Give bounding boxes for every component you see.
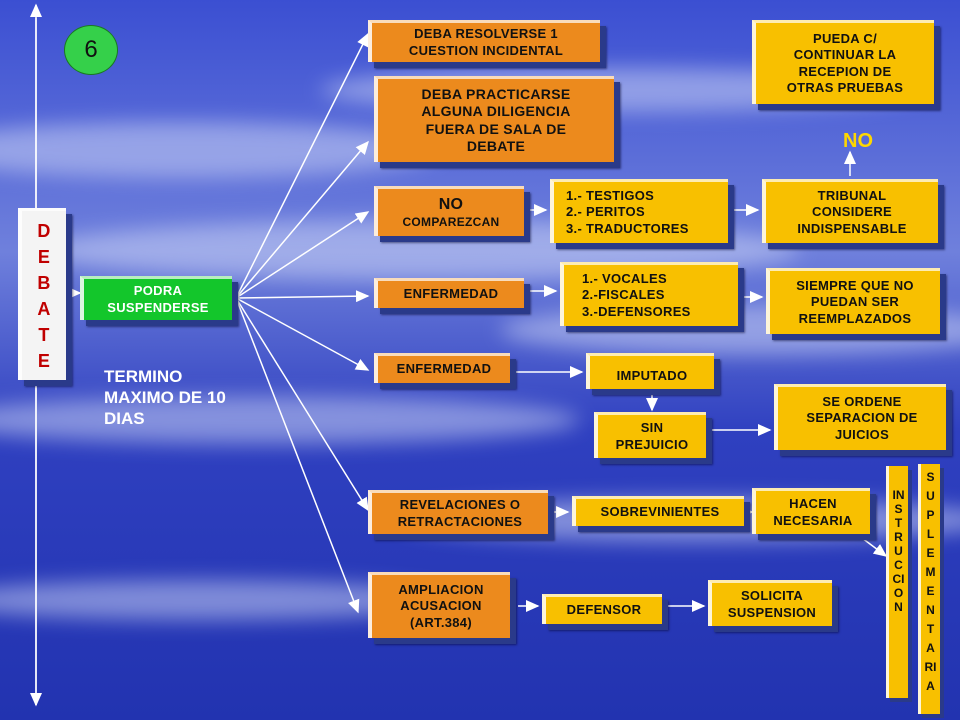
no-comparezcan-box: NO COMPAREZCAN bbox=[374, 186, 524, 236]
imputado-box: IMPUTADO bbox=[586, 353, 714, 389]
testigos-list: 1.- TESTIGOS 2.- PERITOS 3.- TRADUCTORES bbox=[566, 188, 689, 236]
hacen-box: HACEN NECESARIA bbox=[752, 488, 870, 534]
enfermedad-2-label: ENFERMEDAD bbox=[396, 361, 492, 377]
hacen-label: HACEN NECESARIA bbox=[773, 496, 853, 528]
revelaciones-label: REVELACIONES O RETRACTACIONES bbox=[397, 497, 523, 529]
imputado-label: IMPUTADO bbox=[616, 368, 688, 384]
revelaciones-box: REVELACIONES O RETRACTACIONES bbox=[368, 490, 548, 534]
enfermedad-1-label: ENFERMEDAD bbox=[403, 286, 499, 302]
debate-label: DEBATE bbox=[37, 220, 51, 371]
diligencia-box: DEBA PRACTICARSE ALGUNA DILIGENCIA FUERA… bbox=[374, 76, 614, 162]
ampliacion-box: AMPLIACION ACUSACION (ART.384) bbox=[368, 572, 510, 638]
sin-prejuicio-label: SIN PREJUICIO bbox=[615, 420, 689, 452]
diligencia-label: DEBA PRACTICARSE ALGUNA DILIGENCIA FUERA… bbox=[421, 85, 571, 155]
suplementaria-box: SUPLEMENTARIA bbox=[918, 464, 940, 714]
instruccion-label: INSTRUCCION bbox=[892, 488, 905, 614]
pueda-label: PUEDA C/ CONTINUAR LA RECEPION DE OTRAS … bbox=[786, 31, 904, 95]
suplementaria-label: SUPLEMENTARIA bbox=[924, 470, 937, 693]
sobrevinientes-box: SOBREVINIENTES bbox=[572, 496, 744, 526]
incidental-box: DEBA RESOLVERSE 1 CUESTION INCIDENTAL bbox=[368, 20, 600, 62]
sobrevinientes-label: SOBREVINIENTES bbox=[600, 504, 720, 520]
tribunal-box: TRIBUNAL CONSIDERE INDISPENSABLE bbox=[762, 179, 938, 243]
solicita-label: SOLICITA SUSPENSION bbox=[727, 588, 817, 620]
enfermedad-1-box: ENFERMEDAD bbox=[374, 278, 524, 308]
enfermedad-2-box: ENFERMEDAD bbox=[374, 353, 510, 383]
no-label: NO bbox=[843, 130, 873, 152]
defensor-box: DEFENSOR bbox=[542, 594, 662, 624]
siempre-label: SIEMPRE QUE NO PUEDAN SER REEMPLAZADOS bbox=[796, 278, 914, 326]
sin-prejuicio-box: SIN PREJUICIO bbox=[594, 412, 706, 458]
slide-number: 6 bbox=[84, 36, 98, 63]
podra-suspenderse-label: PODRA SUSPENDERSE bbox=[107, 283, 209, 315]
solicita-box: SOLICITA SUSPENSION bbox=[708, 580, 832, 626]
instruccion-box: INSTRUCCION bbox=[886, 466, 908, 698]
incidental-label: DEBA RESOLVERSE 1 CUESTION INCIDENTAL bbox=[408, 26, 564, 58]
pueda-box: PUEDA C/ CONTINUAR LA RECEPION DE OTRAS … bbox=[752, 20, 934, 104]
vocales-box: 1.- VOCALES 2.-FISCALES 3.-DEFENSORES bbox=[560, 262, 738, 326]
ampliacion-label: AMPLIACION ACUSACION (ART.384) bbox=[398, 582, 484, 630]
siempre-box: SIEMPRE QUE NO PUEDAN SER REEMPLAZADOS bbox=[766, 268, 940, 334]
separacion-box: SE ORDENE SEPARACION DE JUICIOS bbox=[774, 384, 946, 450]
defensor-label: DEFENSOR bbox=[566, 602, 642, 618]
separacion-label: SE ORDENE SEPARACION DE JUICIOS bbox=[806, 394, 918, 442]
slide-number-badge: 6 bbox=[64, 25, 118, 75]
no-comparezcan-title: NO bbox=[438, 196, 464, 213]
testigos-box: 1.- TESTIGOS 2.- PERITOS 3.- TRADUCTORES bbox=[550, 179, 728, 243]
podra-suspenderse-box: PODRA SUSPENDERSE bbox=[80, 276, 232, 320]
tribunal-label: TRIBUNAL CONSIDERE INDISPENSABLE bbox=[797, 188, 907, 236]
vocales-list: 1.- VOCALES 2.-FISCALES 3.-DEFENSORES bbox=[582, 271, 691, 319]
termino-text: TERMINO MAXIMO DE 10 DIAS bbox=[104, 367, 226, 428]
no-comparezcan-label: COMPAREZCAN bbox=[402, 215, 500, 229]
debate-box: DEBATE bbox=[18, 208, 66, 380]
